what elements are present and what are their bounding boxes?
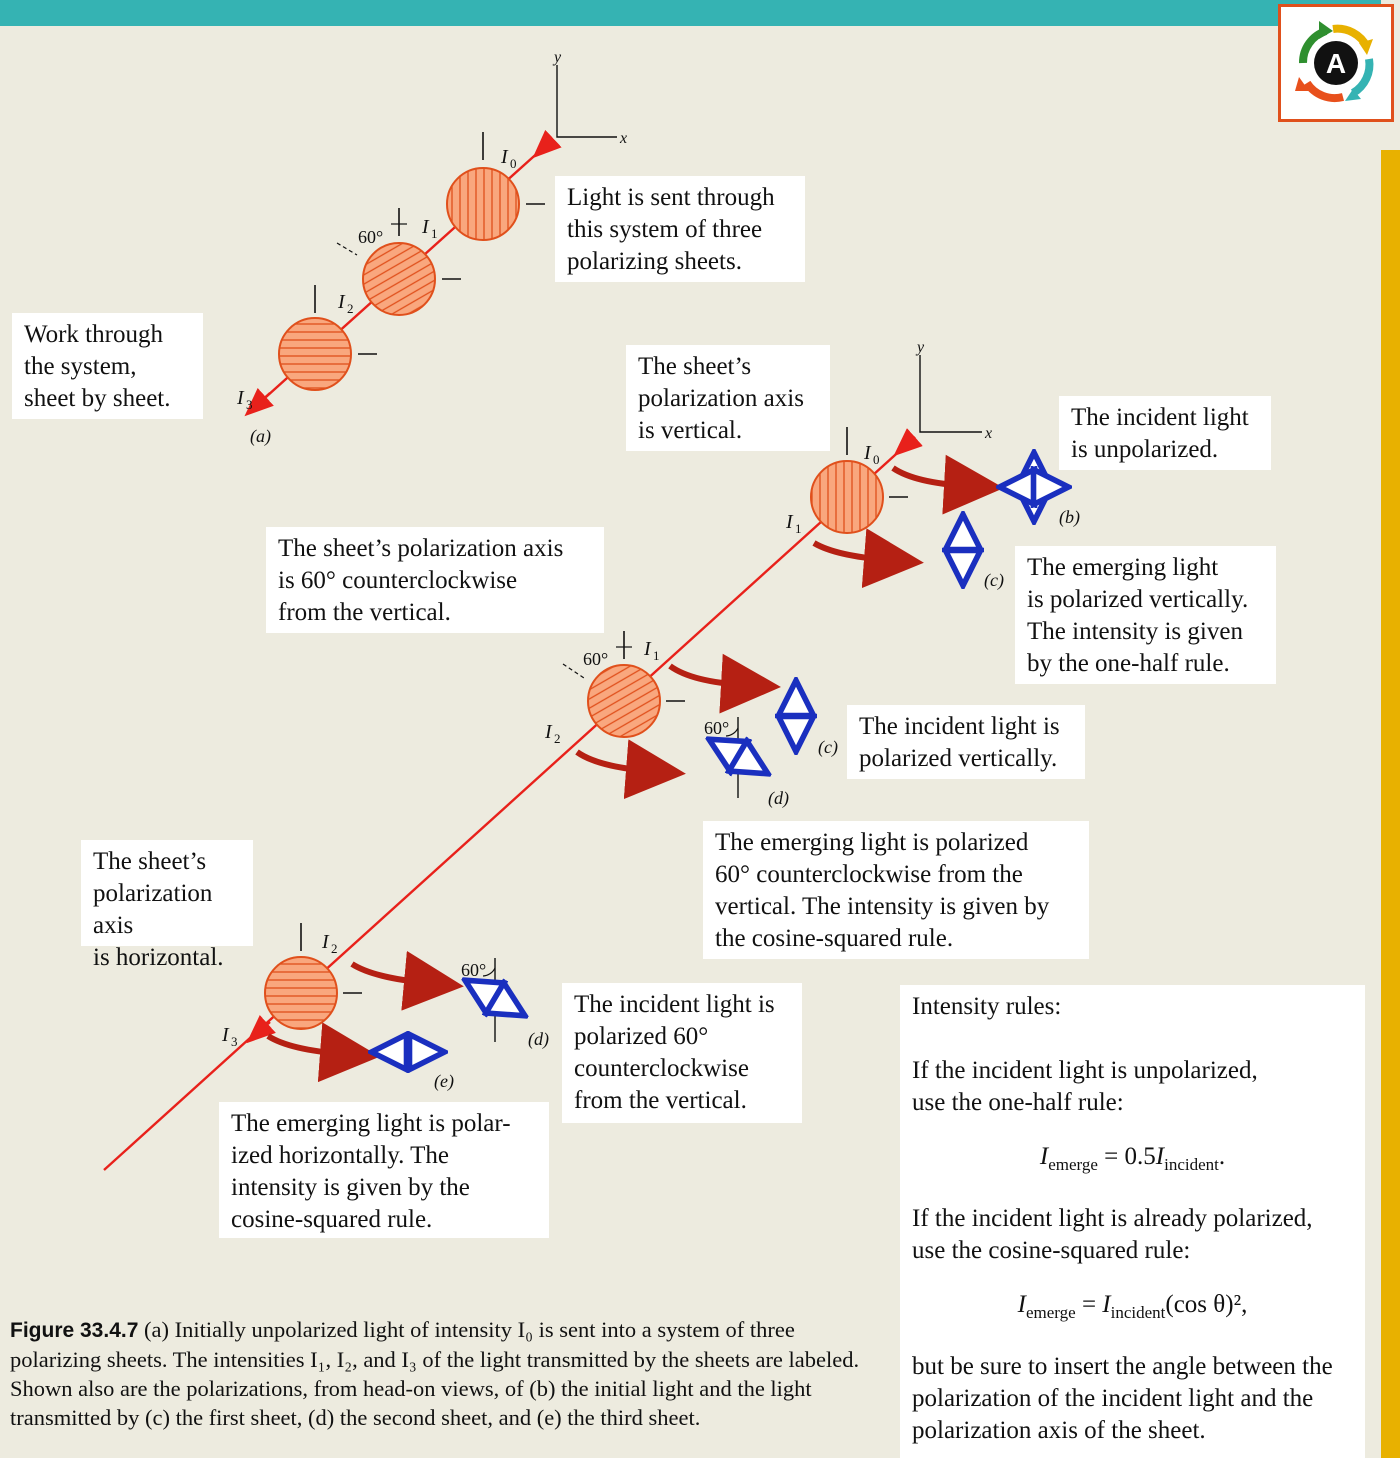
sheet-1: I 0 I 1 [785, 427, 908, 536]
rules-polarized-line1: If the incident light is already polariz… [912, 1205, 1313, 1232]
svg-text:1: 1 [795, 521, 802, 536]
svg-text:1: 1 [653, 648, 660, 663]
i1-label-2: I [643, 638, 652, 660]
callout-light-sent: Light is sent through this system of thr… [555, 176, 805, 282]
svg-text:1: 1 [431, 226, 438, 241]
main-beam-out-arrow [246, 1015, 276, 1044]
curved-arrow-c2 [668, 653, 781, 714]
x-axis-label-a: x [619, 130, 627, 147]
sheet-2-a [362, 242, 436, 316]
i3-label: I [221, 1024, 230, 1046]
i3-label-a: I [236, 387, 245, 409]
part-c-label-2: (c) [818, 737, 838, 758]
svg-text:2: 2 [554, 731, 561, 746]
svg-text:3: 3 [231, 1034, 238, 1049]
svg-text:3: 3 [246, 397, 253, 412]
rules-note: but be sure to insert the angle between … [912, 1353, 1333, 1444]
angle-label-sheet-2: 60° [583, 649, 608, 669]
i2-label: I [544, 721, 553, 743]
side-accent-strip [1381, 150, 1400, 1458]
rules-polarized-line2: use the cosine-squared rule: [912, 1237, 1191, 1264]
curved-arrow-e [266, 1022, 380, 1083]
intensity-rules-panel: Intensity rules: If the incident light i… [900, 985, 1365, 1458]
part-d-label-2: (d) [528, 1029, 549, 1050]
polarization-d-60-2: 60° (d) [461, 958, 549, 1050]
rules-unpolarized-line2: use the one-half rule: [912, 1089, 1124, 1116]
sheet-3-a [278, 317, 352, 391]
callout-emerging-60: The emerging light is polarized 60° coun… [703, 821, 1089, 959]
polarization-c-vertical-1: (c) [963, 518, 1004, 591]
y-axis-label-a: y [552, 49, 562, 66]
polarization-b-unpolarized: (b) [1003, 456, 1080, 528]
figure-number: Figure 33.4.7 [10, 1319, 139, 1342]
callout-emerging-vertical: The emerging light is polarized vertical… [1015, 546, 1276, 684]
sheet-3: I 2 I 3 [221, 923, 362, 1049]
polarization-d-60-1: 60° (d) [704, 717, 789, 809]
svg-text:0: 0 [510, 156, 517, 171]
header-bar [0, 0, 1400, 26]
figure-caption: Figure 33.4.7 (a) Initially unpolarized … [10, 1315, 890, 1432]
main-beam-in-arrow [893, 428, 923, 457]
x-axis-label: x [984, 425, 992, 442]
sheet-2: 60° I 1 I 2 [544, 631, 685, 746]
callout-work-through: Work through the system, sheet by sheet. [12, 313, 203, 419]
curved-arrow-c1 [812, 528, 924, 589]
angle-label-a: 60° [358, 227, 383, 247]
part-b-label: (b) [1059, 507, 1080, 528]
callout-incident-unpolarized: The incident light is unpolarized. [1059, 396, 1271, 470]
logo-letter: A [1326, 48, 1346, 79]
part-d-label-1: (d) [768, 788, 789, 809]
y-axis-label: y [915, 339, 925, 356]
svg-text:0: 0 [873, 452, 880, 467]
axes-main [919, 355, 982, 433]
callout-axis-horizontal: The sheet’s polarization axis is horizon… [81, 840, 253, 971]
rules-unpolarized-line1: If the incident light is unpolarized, [912, 1057, 1258, 1084]
rules-title: Intensity rules: [912, 993, 1062, 1020]
callout-axis-60: The sheet’s polarization axis is 60° cou… [266, 527, 604, 633]
callout-emerging-horizontal: The emerging light is polar- ized horizo… [219, 1102, 549, 1238]
sheet-1-a [446, 167, 520, 241]
polarization-c-vertical-2: (c) [796, 684, 838, 758]
polarization-e-horizontal: (e) [375, 1052, 454, 1092]
curved-arrow-b [891, 454, 1004, 515]
curved-arrow-d1 [575, 739, 686, 800]
i1-label-a: I [421, 216, 430, 238]
part-e-label: (e) [434, 1071, 454, 1092]
i0-label-a: I [500, 146, 509, 168]
logo[interactable]: A [1278, 4, 1394, 122]
axes-a [556, 65, 617, 138]
part-c-label-1: (c) [984, 570, 1004, 591]
beam-a-in-arrow [532, 129, 562, 159]
polarization-diagram: y x I 0 I 1 I 2 I 3 60° (a) y x [103, 49, 1080, 1171]
angle-label-d1: 60° [704, 718, 729, 738]
callout-incident-vertical: The incident light is polarized vertical… [847, 705, 1085, 779]
angle-label-d2: 60° [461, 960, 486, 980]
i1-label: I [785, 511, 794, 533]
curved-arrow-d2 [350, 950, 464, 1011]
callout-axis-vertical: The sheet’s polarization axis is vertica… [626, 345, 830, 451]
part-a-overview: y x I 0 I 1 I 2 I 3 60° (a) [236, 49, 627, 447]
part-a-label: (a) [250, 426, 271, 447]
i0-label: I [863, 442, 872, 464]
equation-one-half: Iemerge = 0.5Iincident. [1039, 1143, 1226, 1174]
svg-text:2: 2 [331, 941, 338, 956]
beam-a-out-arrow [244, 387, 274, 417]
i2-label-3: I [321, 931, 330, 953]
i2-label-a: I [337, 291, 346, 313]
equation-cosine-squared: Iemerge = Iincident(cos θ)², [1017, 1291, 1248, 1322]
callout-incident-60: The incident light is polarized 60° coun… [562, 983, 802, 1123]
main-beam [103, 436, 916, 1171]
cycle-arrows-icon: A [1295, 21, 1374, 103]
caption-text: (a) Initially unpolarized light of inten… [10, 1317, 860, 1430]
svg-text:2: 2 [347, 301, 354, 316]
